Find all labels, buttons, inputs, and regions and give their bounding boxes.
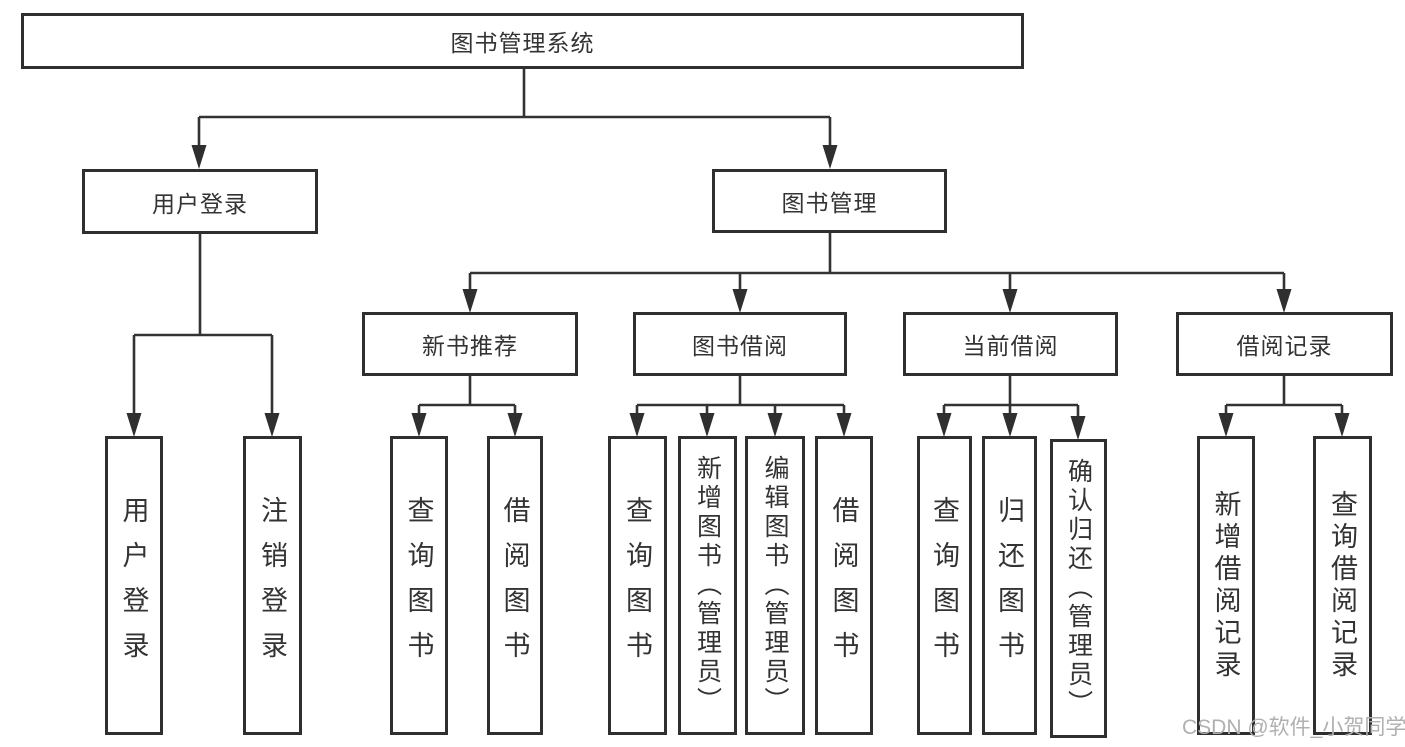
node-new-book-recommend: 新书推荐 [362, 312, 578, 376]
node-library-management-system: 图书管理系统 [21, 13, 1024, 69]
leaf-label: 新增借阅记录 [1210, 489, 1241, 682]
node-label: 用户登录 [152, 190, 248, 217]
node-label: 新书推荐 [422, 333, 518, 359]
leaf-query-books-recommend: 查询图书 [390, 436, 448, 735]
leaf-query-books-borrow: 查询图书 [608, 436, 667, 735]
node-label: 图书管理 [781, 190, 878, 216]
leaf-label: 编辑图书（管理员） [761, 455, 789, 716]
node-book-borrow: 图书借阅 [633, 312, 847, 376]
leaf-query-books-current: 查询图书 [917, 436, 972, 735]
leaf-user-login: 用户登录 [105, 436, 163, 735]
leaf-add-books-admin: 新增图书（管理员） [678, 436, 737, 735]
leaf-add-borrow-record: 新增借阅记录 [1197, 436, 1255, 735]
leaf-label: 查询图书 [929, 495, 959, 676]
leaf-label: 确认归还（管理员） [1064, 458, 1093, 719]
leaf-label: 归还图书 [994, 495, 1024, 676]
leaf-borrow-books: 借阅图书 [815, 436, 873, 735]
leaf-label: 注销登录 [257, 495, 287, 676]
node-user-login: 用户登录 [82, 169, 318, 234]
leaf-label: 借阅图书 [499, 495, 530, 676]
node-label: 当前借阅 [962, 333, 1059, 359]
leaf-query-borrow-record: 查询借阅记录 [1313, 436, 1372, 735]
csdn-watermark: CSDN @软件_小贺同学 [1182, 716, 1405, 739]
node-current-borrow: 当前借阅 [903, 312, 1118, 376]
leaf-label: 查询图书 [622, 495, 652, 676]
leaf-borrow-books-recommend: 借阅图书 [487, 436, 543, 735]
leaf-label: 用户登录 [118, 495, 149, 676]
node-label: 图书借阅 [692, 333, 788, 359]
arrow-down-icons [126, 145, 1350, 440]
node-label: 借阅记录 [1236, 333, 1333, 359]
leaf-label: 查询借阅记录 [1327, 489, 1357, 682]
leaf-label: 新增图书（管理员） [693, 455, 722, 716]
leaf-logout: 注销登录 [243, 436, 302, 735]
leaf-return-books: 归还图书 [982, 436, 1037, 735]
leaf-confirm-return-admin: 确认归还（管理员） [1050, 439, 1107, 738]
node-label: 图书管理系统 [450, 30, 595, 56]
node-book-management: 图书管理 [712, 169, 947, 233]
leaf-edit-books-admin: 编辑图书（管理员） [745, 436, 805, 735]
leaf-label: 查询图书 [403, 495, 434, 676]
node-borrow-records: 借阅记录 [1176, 312, 1393, 376]
leaf-label: 借阅图书 [828, 495, 859, 676]
